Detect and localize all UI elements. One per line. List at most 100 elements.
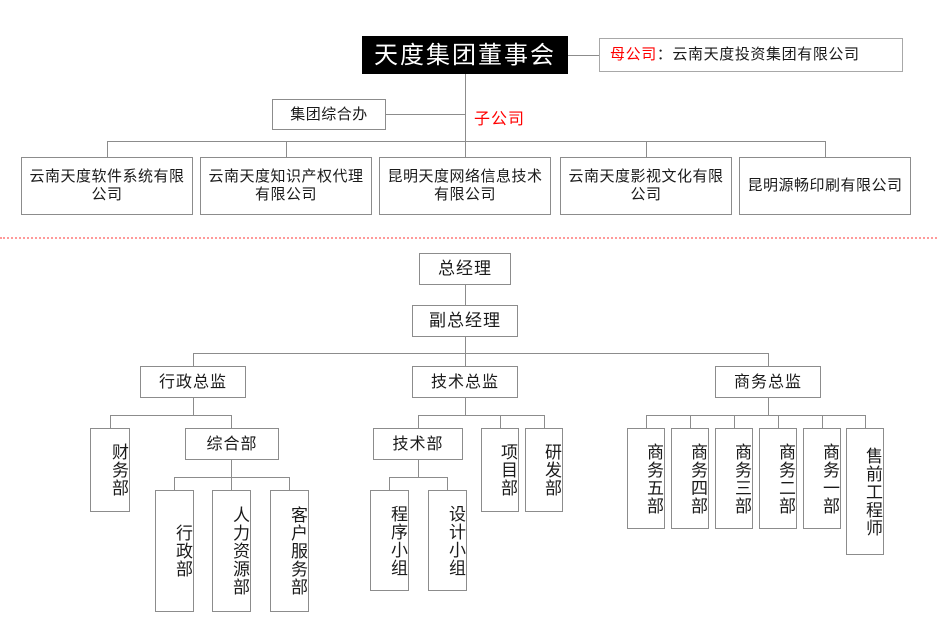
connector-director-drop-3	[768, 353, 769, 366]
connector-tech-trunk	[465, 398, 466, 415]
node-label: 客户服务部	[287, 506, 307, 596]
legend-subsidiary-tag: 子公司	[474, 109, 526, 128]
connector-admin-drop-finance	[110, 415, 111, 428]
node-label: 云南天度知识产权代理有限公司	[208, 167, 364, 203]
connector-general-affairs-drop-3	[289, 477, 290, 490]
node-general-manager[interactable]: 总经理	[419, 253, 511, 285]
node-programming-group[interactable]: 程序小组	[370, 490, 409, 591]
node-group-general-office[interactable]: 集团综合办	[272, 99, 386, 130]
connector-subsidiary-drop-5	[825, 141, 826, 157]
node-finance-department[interactable]: 财务部	[90, 428, 130, 512]
node-label: 商务四部	[687, 442, 707, 515]
node-business-unit-3[interactable]: 商务三部	[715, 428, 753, 529]
node-business-unit-2[interactable]: 商务二部	[759, 428, 797, 529]
node-label: 技术部	[392, 433, 444, 453]
node-label: 程序小组	[387, 504, 407, 577]
connector-general-affairs-drop-1	[174, 477, 175, 490]
connector-subsidiary-bus	[107, 141, 826, 142]
node-presales-engineer[interactable]: 售前工程师	[846, 428, 884, 555]
node-label: 研发部	[541, 443, 561, 497]
connector-business-drop-3	[734, 415, 735, 428]
node-customer-service-department[interactable]: 客户服务部	[270, 490, 309, 612]
node-research-development-department[interactable]: 研发部	[525, 428, 563, 512]
connector-business-drop-5	[822, 415, 823, 428]
node-director-administration[interactable]: 行政总监	[140, 366, 246, 398]
connector-subsidiary-drop-3	[465, 141, 466, 157]
node-label: 人力资源部	[229, 506, 249, 596]
connector-subsidiary-drop-4	[646, 141, 647, 157]
node-label: 商务五部	[643, 442, 663, 515]
node-subsidiary-2[interactable]: 云南天度知识产权代理有限公司	[200, 157, 372, 215]
connector-root-to-parent-legend	[568, 55, 599, 56]
node-business-unit-1[interactable]: 商务一部	[803, 428, 841, 529]
connector-tech-dept-bus	[389, 477, 447, 478]
connector-business-drop-6	[865, 415, 866, 428]
node-general-affairs-department[interactable]: 综合部	[185, 428, 279, 460]
connector-subsidiary-drop-2	[286, 141, 287, 157]
node-label: 项目部	[497, 443, 517, 497]
node-label: 云南天度影视文化有限公司	[568, 167, 724, 203]
node-director-business[interactable]: 商务总监	[715, 366, 821, 398]
connector-admin-bus	[110, 415, 231, 416]
connector-director-drop-2	[465, 353, 466, 366]
node-label: 集团综合办	[290, 104, 368, 123]
node-label: 昆明源畅印刷有限公司	[747, 176, 903, 195]
node-label: 昆明天度网络信息技术有限公司	[387, 167, 543, 203]
node-label: 设计小组	[445, 504, 465, 577]
node-technology-department[interactable]: 技术部	[373, 428, 463, 460]
legend-parent-tag: 母公司	[610, 45, 657, 64]
legend-parent-company: 母公司：云南天度投资集团有限公司	[599, 38, 903, 72]
node-label: 商务一部	[819, 442, 839, 515]
section-divider	[0, 237, 937, 239]
connector-tech-dept-trunk	[418, 460, 419, 477]
node-business-unit-4[interactable]: 商务四部	[671, 428, 709, 529]
connector-tech-drop-3	[544, 415, 545, 428]
node-label: 副总经理	[429, 310, 501, 331]
connector-subsidiary-drop-1	[107, 141, 108, 157]
connector-tech-drop-1	[418, 415, 419, 428]
node-subsidiary-1[interactable]: 云南天度软件系统有限公司	[21, 157, 193, 215]
connector-business-drop-2	[690, 415, 691, 428]
node-label: 总经理	[438, 258, 492, 279]
node-subsidiary-5[interactable]: 昆明源畅印刷有限公司	[739, 157, 911, 215]
node-business-unit-5[interactable]: 商务五部	[627, 428, 665, 529]
node-label: 商务总监	[733, 371, 802, 391]
node-board-of-directors[interactable]: 天度集团董事会	[362, 36, 568, 74]
node-label: 行政总监	[158, 371, 227, 391]
connector-business-drop-4	[778, 415, 779, 428]
legend-parent-value: 云南天度投资集团有限公司	[672, 45, 860, 64]
node-label: 财务部	[108, 443, 128, 497]
node-label: 天度集团董事会	[374, 40, 556, 69]
node-subsidiary-4[interactable]: 云南天度影视文化有限公司	[560, 157, 732, 215]
connector-tech-dept-drop-2	[447, 477, 448, 490]
node-project-department[interactable]: 项目部	[481, 428, 519, 512]
node-label: 云南天度软件系统有限公司	[29, 167, 185, 203]
connector-admin-trunk	[193, 398, 194, 415]
node-label: 技术总监	[430, 371, 499, 391]
connector-business-bus	[646, 415, 865, 416]
node-subsidiary-3[interactable]: 昆明天度网络信息技术有限公司	[379, 157, 551, 215]
connector-gm-to-dgm	[465, 285, 466, 305]
node-human-resources-department[interactable]: 人力资源部	[212, 490, 251, 612]
node-label: 行政部	[172, 524, 192, 578]
legend-parent-separator: ：	[656, 45, 673, 64]
connector-director-drop-1	[193, 353, 194, 366]
connector-dgm-trunk	[465, 337, 466, 353]
connector-root-trunk	[465, 74, 466, 142]
connector-general-affairs-drop-2	[231, 477, 232, 490]
connector-general-affairs-trunk	[231, 460, 232, 477]
connector-tech-dept-drop-1	[389, 477, 390, 490]
connector-directors-bus	[193, 353, 768, 354]
node-administration-department[interactable]: 行政部	[155, 490, 194, 612]
node-label: 综合部	[206, 433, 258, 453]
node-label: 商务二部	[775, 442, 795, 515]
node-director-technology[interactable]: 技术总监	[412, 366, 518, 398]
connector-office-to-trunk	[386, 114, 465, 115]
node-label: 售前工程师	[862, 446, 882, 537]
connector-business-trunk	[768, 398, 769, 415]
connector-tech-bus	[418, 415, 544, 416]
node-design-group[interactable]: 设计小组	[428, 490, 467, 591]
connector-business-drop-1	[646, 415, 647, 428]
node-deputy-general-manager[interactable]: 副总经理	[412, 305, 518, 337]
